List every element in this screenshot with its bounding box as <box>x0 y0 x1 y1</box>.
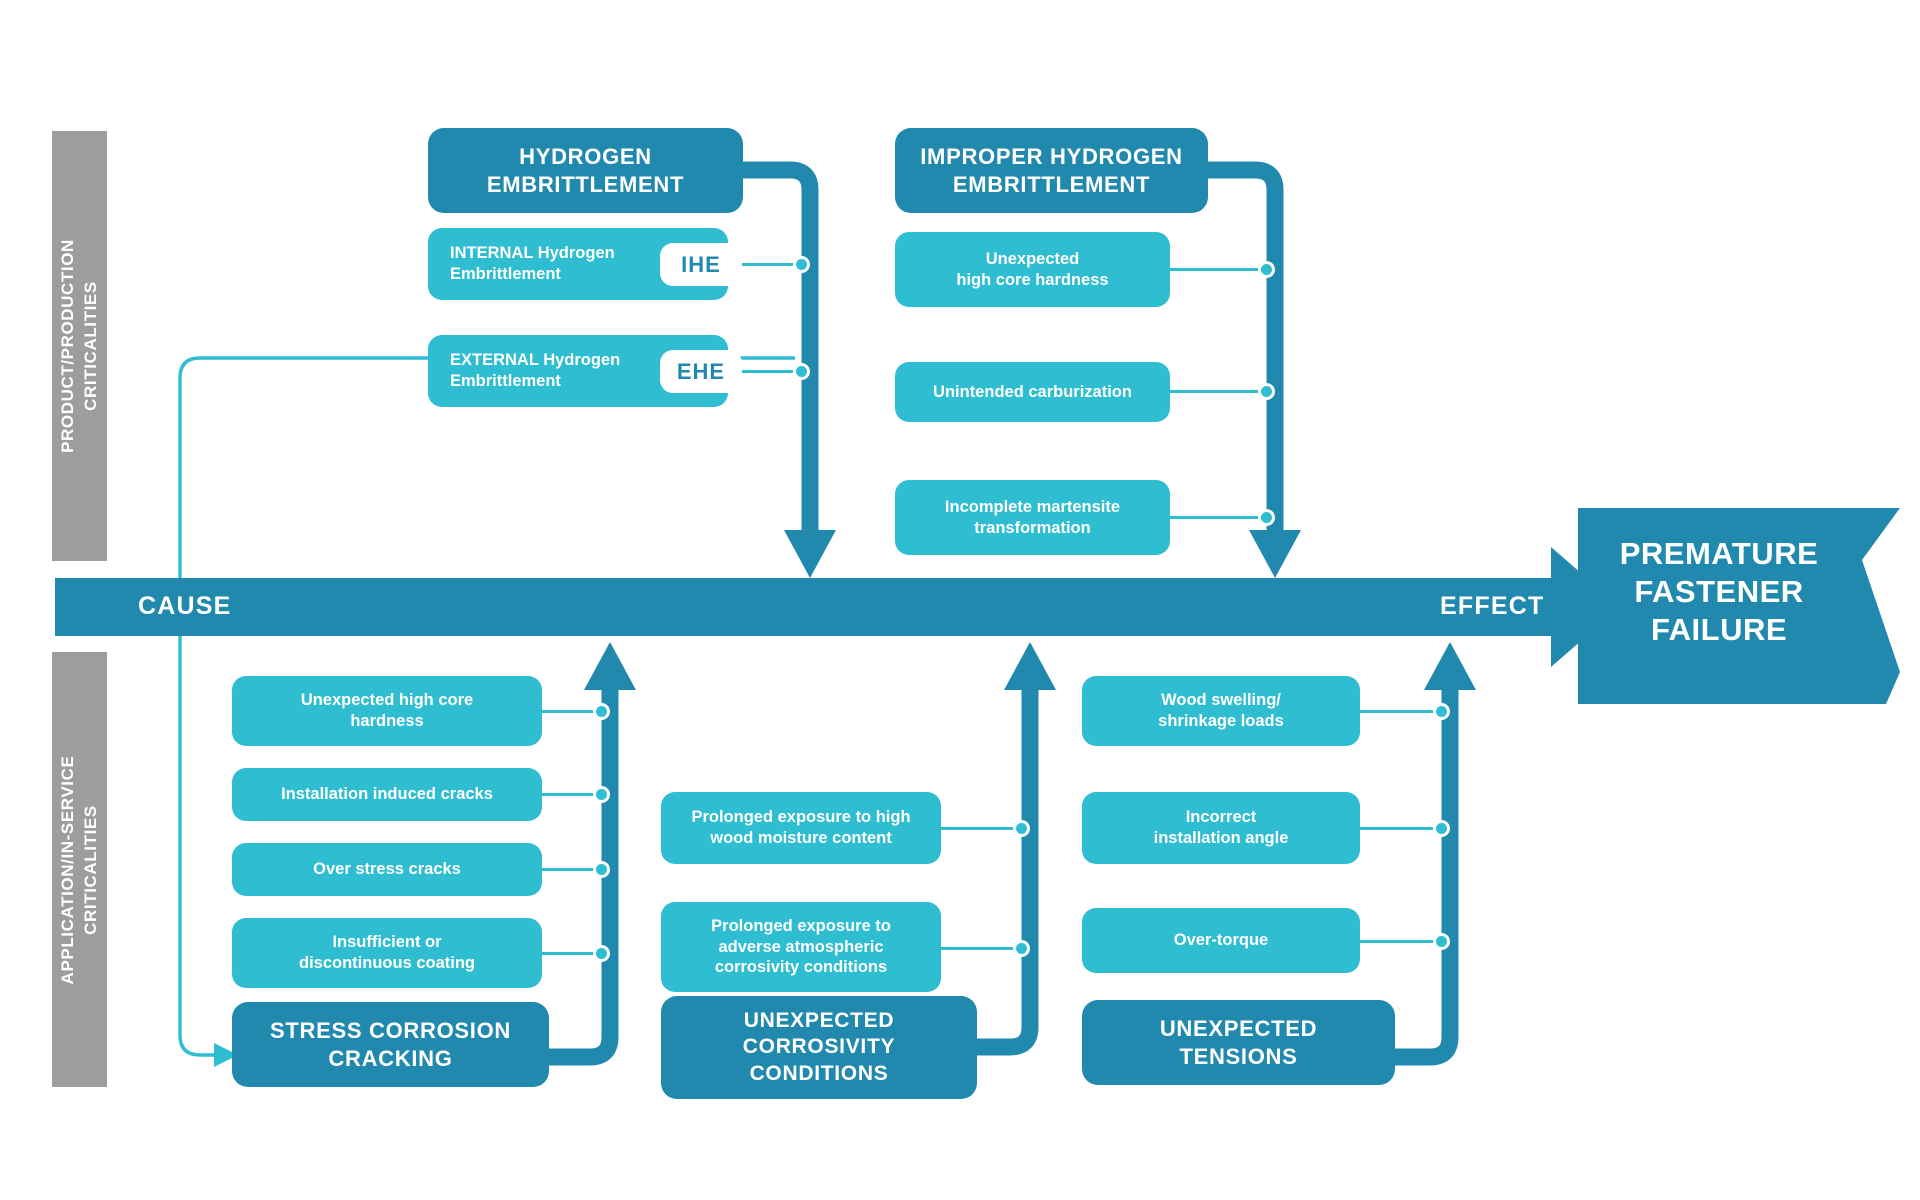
link-over-stress-cracks <box>542 868 604 871</box>
dot-wood-swelling-shrinkage-loads <box>1433 703 1450 720</box>
item-prolonged-exposure-high-wood-moisture[interactable]: Prolonged exposure to high wood moisture… <box>661 792 941 864</box>
outcome-line-3: FAILURE <box>1650 611 1788 647</box>
outcome-line-2: FASTENER <box>1634 573 1804 609</box>
cause-effect-arrow <box>55 547 1620 667</box>
dot-unexpected-high-core-hardness-bottom <box>593 703 610 720</box>
dot-installation-induced-cracks <box>593 786 610 803</box>
dot-unexpected-high-core-hardness-top <box>1258 261 1275 278</box>
dot-ihe <box>793 256 810 273</box>
outcome-line-1: PREMATURE <box>1619 536 1819 571</box>
trunk-improper-hydrogen-embrittlement <box>1205 161 1284 530</box>
dot-prolonged-exposure-high-wood-moisture <box>1013 820 1030 837</box>
dot-unintended-carburization <box>1258 383 1275 400</box>
link-incomplete-martensite-transformation <box>1170 516 1269 519</box>
item-over-torque[interactable]: Over-torque <box>1082 908 1360 973</box>
outcome-box: PREMATURE FASTENER FAILURE <box>1578 535 1860 648</box>
trunk-unexpected-tensions <box>1395 690 1459 1066</box>
link-unintended-carburization <box>1170 390 1269 393</box>
item-wood-swelling-shrinkage-loads[interactable]: Wood swelling/ shrinkage loads <box>1082 676 1360 746</box>
item-insufficient-or-discontinuous-coating[interactable]: Insufficient or discontinuous coating <box>232 918 542 988</box>
trunk-hydrogen-embrittlement <box>740 161 819 530</box>
link-ihe <box>742 263 804 266</box>
dot-incomplete-martensite-transformation <box>1258 509 1275 526</box>
arrowhead-improper-hydrogen-embrittlement <box>1249 530 1301 578</box>
link-wood-swelling-shrinkage-loads <box>1360 710 1444 713</box>
group-unexpected-tensions-title[interactable]: UNEXPECTED TENSIONS <box>1082 1000 1395 1085</box>
badge-ihe[interactable]: IHE <box>660 243 742 286</box>
badge-ehe[interactable]: EHE <box>660 350 742 393</box>
link-insufficient-or-discontinuous-coating <box>542 952 604 955</box>
effect-label: EFFECT <box>1440 592 1545 620</box>
link-unexpected-high-core-hardness-top <box>1170 268 1269 271</box>
group-stress-corrosion-cracking-title[interactable]: STRESS CORROSION CRACKING <box>232 1002 549 1087</box>
item-incomplete-martensite-transformation[interactable]: Incomplete martensite transformation <box>895 480 1170 555</box>
group-unexpected-corrosivity-conditions-title[interactable]: UNEXPECTED CORROSIVITY CONDITIONS <box>661 996 977 1099</box>
dot-insufficient-or-discontinuous-coating <box>593 945 610 962</box>
dot-over-torque <box>1433 933 1450 950</box>
group-improper-hydrogen-embrittlement-title[interactable]: IMPROPER HYDROGEN EMBRITTLEMENT <box>895 128 1208 213</box>
link-incorrect-installation-angle <box>1360 827 1444 830</box>
item-unexpected-high-core-hardness-bottom[interactable]: Unexpected high core hardness <box>232 676 542 746</box>
item-unexpected-high-core-hardness-top[interactable]: Unexpected high core hardness <box>895 232 1170 307</box>
trunk-unexpected-corrosivity-conditions <box>977 690 1039 1056</box>
dot-over-stress-cracks <box>593 861 610 878</box>
item-incorrect-installation-angle[interactable]: Incorrect installation angle <box>1082 792 1360 864</box>
link-ehe <box>742 370 804 373</box>
link-over-torque <box>1360 940 1444 943</box>
item-unintended-carburization[interactable]: Unintended carburization <box>895 362 1170 422</box>
arrowhead-unexpected-tensions <box>1424 642 1476 690</box>
dot-ehe <box>793 363 810 380</box>
dot-incorrect-installation-angle <box>1433 820 1450 837</box>
link-installation-induced-cracks <box>542 793 604 796</box>
arrowhead-hydrogen-embrittlement <box>784 530 836 578</box>
item-installation-induced-cracks[interactable]: Installation induced cracks <box>232 768 542 821</box>
item-over-stress-cracks[interactable]: Over stress cracks <box>232 843 542 896</box>
link-prolonged-exposure-high-wood-moisture <box>941 827 1024 830</box>
arrowhead-unexpected-corrosivity-conditions <box>1004 642 1056 690</box>
arrowhead-stress-corrosion-cracking <box>584 642 636 690</box>
dot-prolonged-exposure-adverse-atmospheric <box>1013 940 1030 957</box>
cause-label: CAUSE <box>138 592 232 620</box>
link-prolonged-exposure-adverse-atmospheric <box>941 947 1024 950</box>
link-unexpected-high-core-hardness-bottom <box>542 710 604 713</box>
item-prolonged-exposure-adverse-atmospheric[interactable]: Prolonged exposure to adverse atmospheri… <box>661 902 941 992</box>
group-hydrogen-embrittlement-title[interactable]: HYDROGEN EMBRITTLEMENT <box>428 128 743 213</box>
